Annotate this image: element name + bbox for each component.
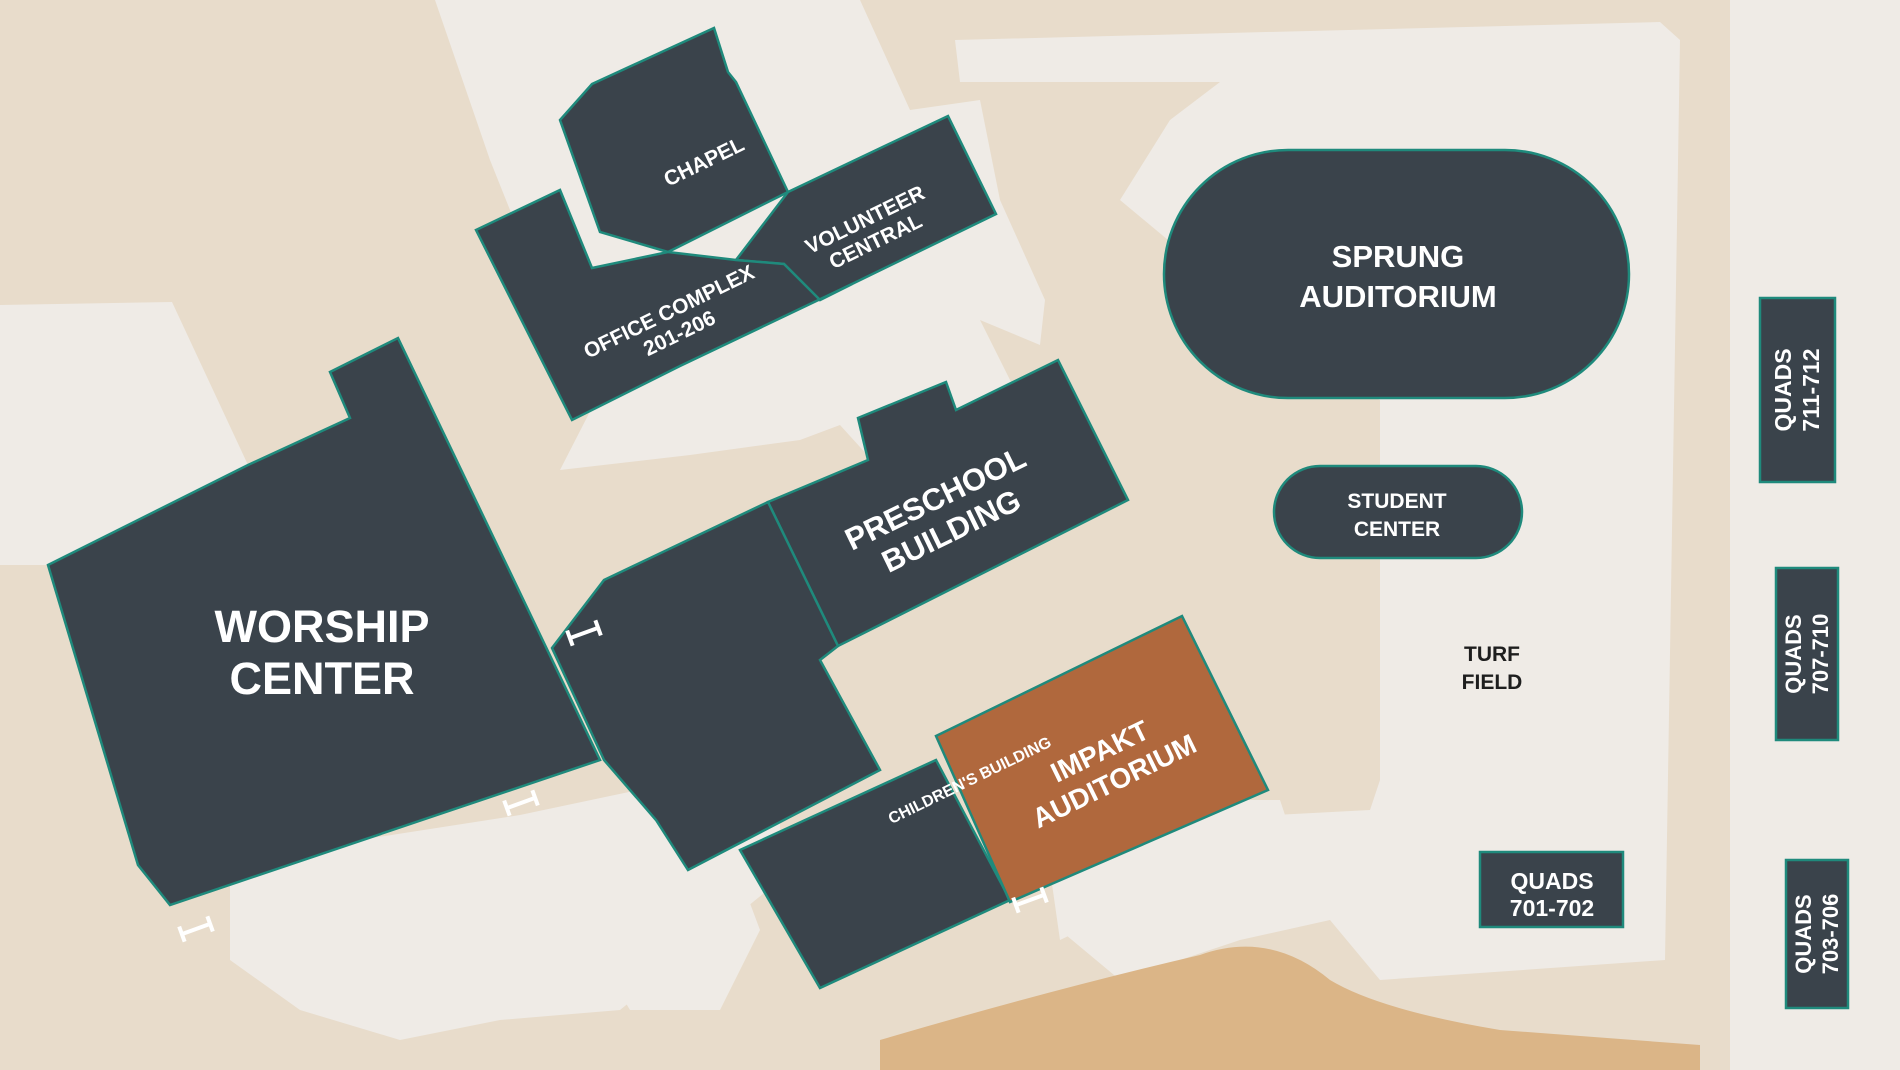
connector-building[interactable]	[550, 500, 882, 872]
entrance-marker-icon	[177, 915, 215, 943]
lot-bottom-middle	[580, 850, 760, 1010]
office-complex-building[interactable]	[474, 188, 853, 422]
quads-701-702-label-line1: QUADS	[1510, 868, 1593, 894]
quads-701-702-label: QUADS 701-702	[1510, 868, 1594, 921]
student-center-building[interactable]	[1272, 464, 1524, 560]
quads-711-712-label: QUADS 711-712	[1770, 348, 1824, 431]
turf-field-label: TURF FIELD	[1462, 643, 1523, 694]
lot-left	[0, 302, 248, 565]
quads-701-702-building[interactable]	[1478, 850, 1625, 929]
entrances	[177, 619, 1049, 943]
buildings	[46, 26, 1850, 1010]
sprung-auditorium-label: SPRUNG AUDITORIUM	[1299, 239, 1496, 314]
worship-center-building[interactable]	[46, 336, 602, 907]
entrance-marker-icon	[502, 789, 540, 817]
quads-707-710-building[interactable]	[1774, 566, 1840, 742]
student-center-label-line2: CENTER	[1354, 518, 1440, 541]
quads-707-710-label-line1: QUADS	[1781, 614, 1806, 693]
sand-area	[880, 946, 1700, 1070]
quads-711-712-label-line1: QUADS	[1770, 348, 1796, 431]
turf-field-label-line1: TURF	[1464, 643, 1520, 666]
worship-center-label: WORSHIP CENTER	[214, 601, 429, 704]
student-center-label: STUDENT CENTER	[1347, 490, 1446, 541]
worship-center-label-line2: CENTER	[229, 653, 414, 704]
turf-field-label-line2: FIELD	[1462, 671, 1523, 694]
quads-711-712-building[interactable]	[1758, 296, 1837, 484]
quads-703-706-building[interactable]	[1784, 858, 1850, 1010]
preschool-building[interactable]	[766, 358, 1130, 648]
quads-711-712-label-line2: 711-712	[1798, 348, 1824, 431]
quads-707-710-label-line2: 707-710	[1808, 614, 1833, 695]
sprung-auditorium-label-line2: AUDITORIUM	[1299, 279, 1496, 314]
quads-703-706-label-line1: QUADS	[1791, 894, 1816, 973]
worship-center-label-line1: WORSHIP	[214, 601, 429, 652]
quads-703-706-label-line2: 703-706	[1818, 894, 1843, 975]
entrance-marker-icon	[1011, 886, 1049, 914]
quads-703-706-label: QUADS 703-706	[1791, 894, 1843, 975]
impakt-auditorium-building[interactable]	[934, 614, 1270, 904]
quads-701-702-label-line2: 701-702	[1510, 895, 1594, 921]
quads-707-710-label: QUADS 707-710	[1781, 614, 1833, 695]
sprung-auditorium-label-line1: SPRUNG	[1332, 239, 1465, 274]
student-center-label-line1: STUDENT	[1347, 490, 1446, 513]
entrance-marker-icon	[565, 619, 603, 647]
sprung-auditorium-building[interactable]	[1162, 148, 1631, 400]
